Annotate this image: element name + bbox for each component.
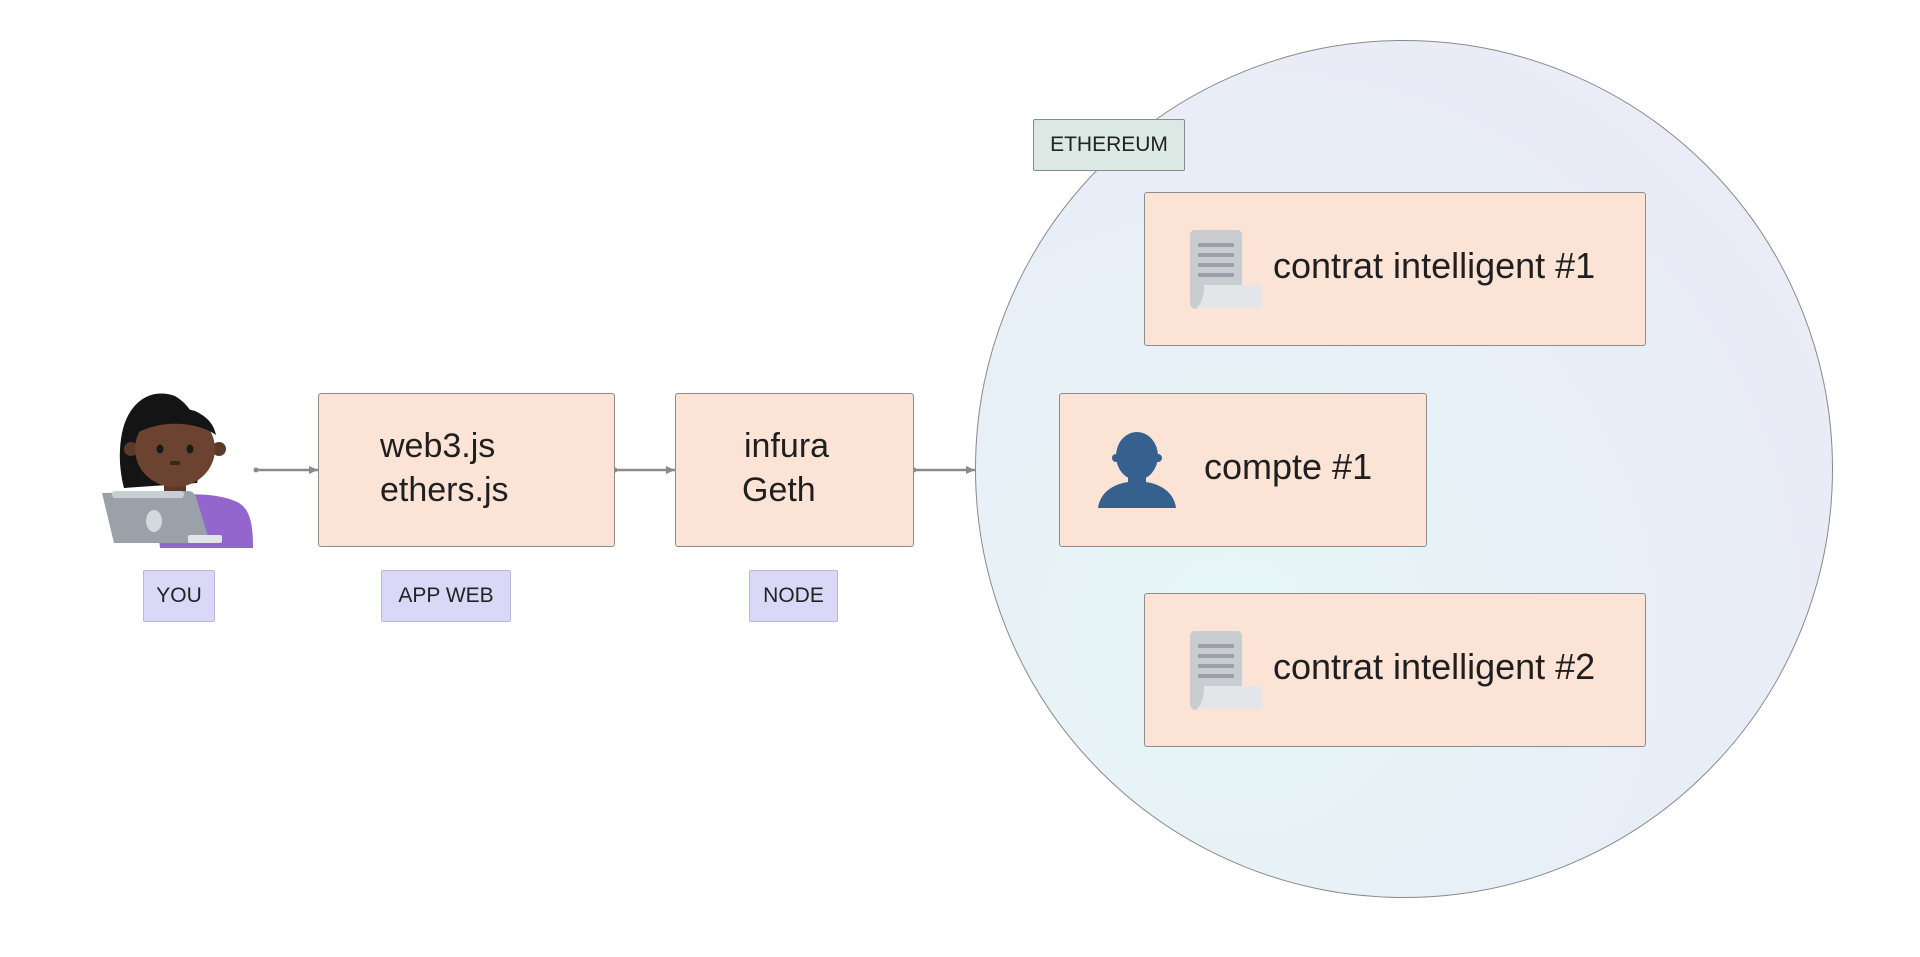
account-1-label: compte #1 (1204, 446, 1373, 487)
smart-contract-2-label: contrat intelligent #2 (1273, 646, 1596, 687)
woman-with-laptop-icon (102, 393, 253, 548)
web-app-box: web3.js ethers.js (318, 393, 615, 547)
document-icon (1190, 631, 1262, 710)
arrow-node-to-ethereum (911, 466, 975, 474)
node-line-1: infura (744, 427, 830, 465)
tag-ethereum: ETHEREUM (1033, 119, 1185, 171)
document-icon (1190, 230, 1262, 309)
smart-contract-1-box: contrat intelligent #1 (1144, 192, 1646, 346)
arrow-webapp-to-node (612, 466, 675, 474)
tag-app-web: APP WEB (381, 570, 511, 622)
tag-you: YOU (143, 570, 215, 622)
smart-contract-2-box: contrat intelligent #2 (1144, 593, 1646, 747)
user-silhouette-icon (1098, 432, 1176, 508)
tag-node: NODE (749, 570, 838, 622)
web-app-line-2: ethers.js (380, 471, 509, 509)
node-line-2: Geth (742, 471, 816, 509)
account-1-box: compte #1 (1059, 393, 1427, 547)
smart-contract-1-label: contrat intelligent #1 (1273, 245, 1596, 286)
node-box: infura Geth (675, 393, 914, 547)
arrow-you-to-webapp (253, 466, 318, 474)
web-app-line-1: web3.js (380, 427, 496, 465)
